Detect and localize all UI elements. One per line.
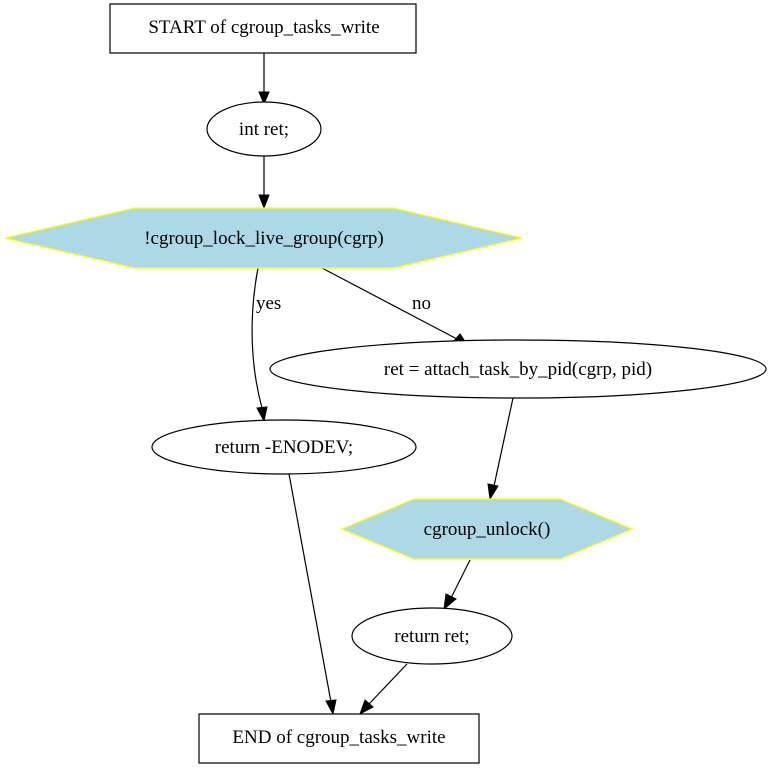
node-end-label: END of cgroup_tasks_write — [232, 727, 445, 748]
edge-decl-to-cond — [258, 156, 270, 210]
edge-label-yes: yes — [256, 293, 281, 314]
node-decl-ret: int ret; — [206, 101, 322, 157]
node-return-enodev-label: return -ENODEV; — [215, 437, 353, 458]
node-return-ret: return ret; — [351, 607, 513, 665]
node-return-ret-label: return ret; — [394, 626, 469, 647]
edge-return-to-end — [359, 663, 408, 716]
node-unlock: cgroup_unlock() — [340, 498, 634, 560]
node-attach-label: ret = attach_task_by_pid(cgrp, pid) — [384, 359, 652, 380]
edge-unlock-to-return — [443, 559, 471, 611]
node-start-label: START of cgroup_tasks_write — [148, 17, 379, 38]
edge-label-no: no — [412, 293, 431, 314]
edge-enodev-to-end — [288, 473, 337, 716]
node-return-enodev: return -ENODEV; — [151, 419, 417, 475]
node-unlock-label: cgroup_unlock() — [424, 519, 551, 540]
node-end: END of cgroup_tasks_write — [198, 713, 480, 764]
edge-cond-yes — [251, 267, 268, 423]
node-attach: ret = attach_task_by_pid(cgrp, pid) — [269, 339, 767, 399]
node-cond-lock: !cgroup_lock_live_group(cgrp) — [4, 207, 523, 269]
node-start: START of cgroup_tasks_write — [109, 3, 417, 54]
node-cond-lock-label: !cgroup_lock_live_group(cgrp) — [144, 228, 384, 249]
edge-start-to-decl — [258, 53, 270, 106]
edge-attach-to-unlock — [487, 397, 514, 501]
edge-cond-no — [321, 267, 470, 347]
node-decl-ret-label: int ret; — [239, 119, 289, 140]
